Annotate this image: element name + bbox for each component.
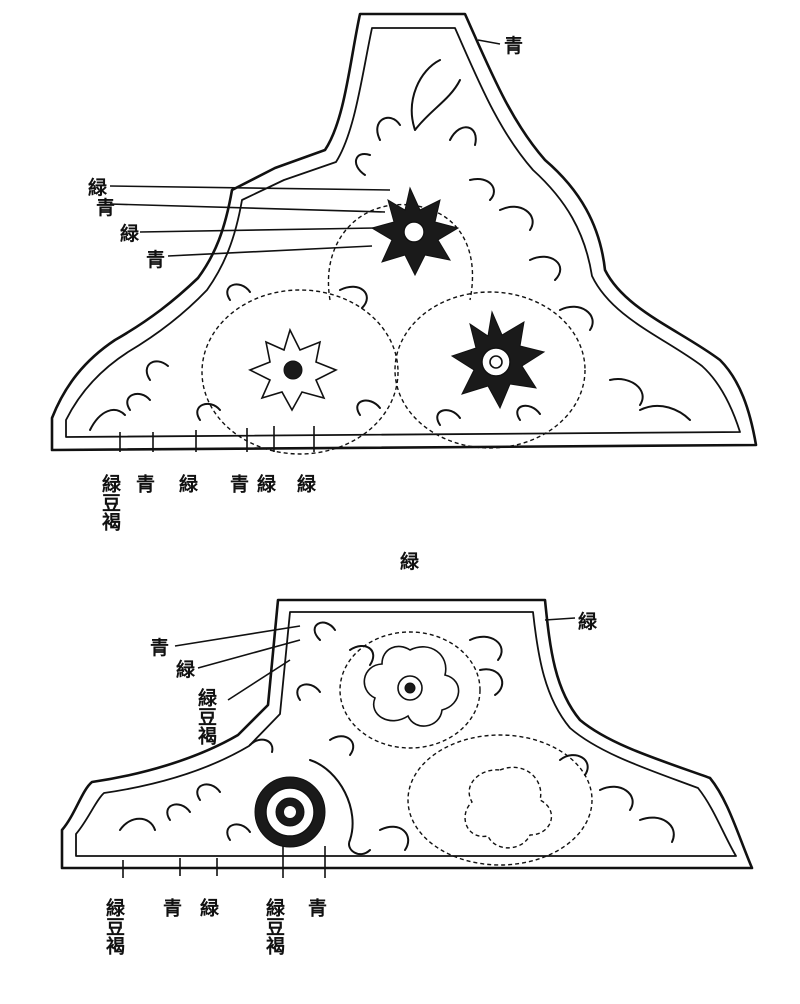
lower-bottom-label-4: 緑豆褐 — [263, 897, 286, 956]
lower-leader-lines — [122, 617, 576, 878]
upper-left-label-3: 緑 — [120, 222, 140, 245]
upper-left-label-1: 緑 — [88, 176, 108, 199]
upper-bottom-label-6: 緑 — [294, 473, 316, 493]
middle-caption: 緑 — [400, 550, 420, 573]
lower-bottom-label-3: 緑 — [197, 897, 219, 917]
lower-rosette-flower — [254, 776, 326, 848]
upper-leader-lines — [109, 39, 501, 452]
lower-upper-medallion — [339, 631, 481, 749]
lower-bottom-label-2: 青 — [160, 898, 182, 918]
lower-scroll-ornament — [119, 621, 675, 856]
upper-panel-outer-border — [50, 12, 758, 452]
lower-panel-outer-border — [60, 598, 754, 870]
lower-bottom-label-5: 青 — [305, 898, 327, 918]
lower-upper-peony-flower — [363, 645, 460, 727]
upper-right-medallion — [394, 291, 586, 449]
lower-panel: 緑 青 緑 緑豆褐 緑豆褐 青 緑 緑豆褐 青 — [60, 598, 754, 956]
lower-panel-inner-border — [75, 611, 737, 857]
upper-central-lobe — [327, 203, 474, 301]
upper-panel: 青 緑 青 緑 青 緑豆褐 青 緑 青 緑 緑 — [50, 12, 758, 532]
lower-bottom-label-1: 緑豆褐 — [103, 897, 126, 956]
upper-left-peony-flower — [248, 327, 338, 412]
lower-left-label-3: 緑豆褐 — [195, 687, 218, 746]
lower-right-label: 緑 — [578, 610, 598, 633]
upper-left-label-4: 青 — [146, 249, 165, 271]
lower-right-medallion — [407, 734, 593, 866]
upper-bottom-label-3: 緑 — [176, 473, 198, 493]
upper-bottom-label-1: 緑豆褐 — [99, 473, 122, 532]
lower-left-label-2: 緑 — [176, 658, 196, 681]
upper-bottom-label-5: 緑 — [254, 473, 276, 493]
upper-left-label-2: 青 — [96, 197, 115, 219]
lower-left-label-1: 青 — [150, 637, 169, 659]
upper-bottom-label-2: 青 — [133, 474, 155, 494]
lower-right-faded-peony — [464, 766, 553, 849]
upper-left-medallion — [201, 289, 399, 455]
upper-top-lotus-flower — [370, 186, 460, 277]
upper-scroll-ornament — [89, 59, 691, 431]
upper-panel-inner-border — [65, 27, 741, 438]
upper-right-lotus-flower — [450, 310, 546, 410]
upper-bottom-label-4: 青 — [227, 474, 249, 494]
upper-right-label: 青 — [504, 35, 523, 57]
